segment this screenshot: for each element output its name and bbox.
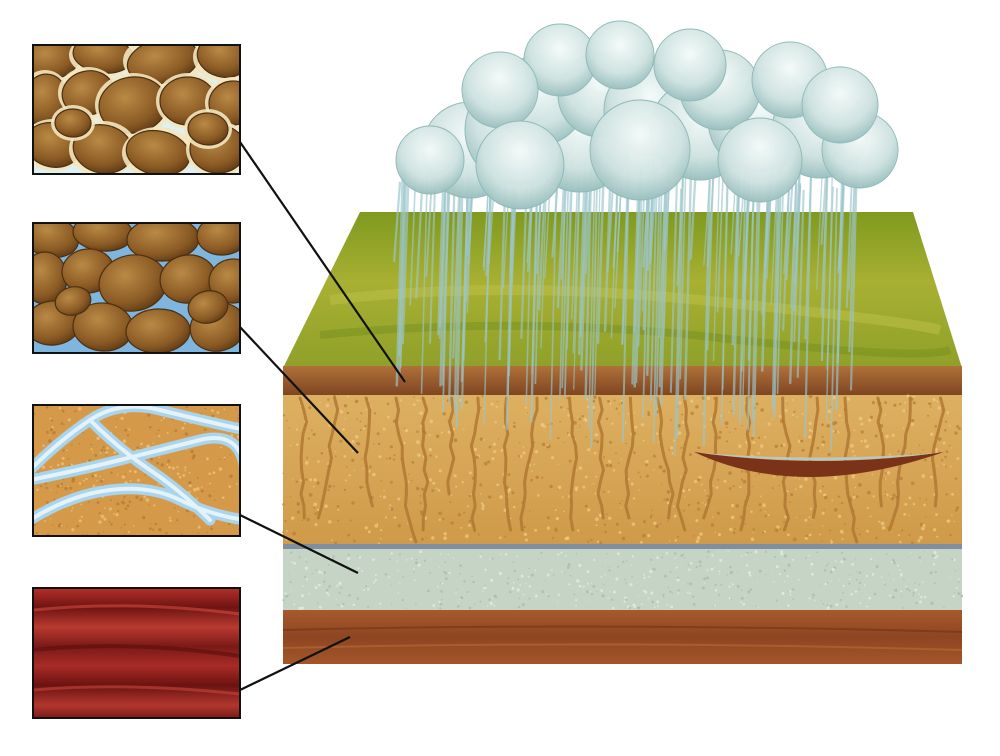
perched-water-lens [694,452,944,477]
inset-aerated-soil [32,44,241,175]
leader-line-aquitard [239,514,359,574]
aquitard-layer [283,549,962,611]
inset-fractured-layer [32,404,241,537]
water-fractures-icon [33,405,240,536]
bedrock-layer [283,610,962,664]
vertical-water-channels [298,396,946,544]
leader-line-topsoil [239,141,406,383]
inset-bedrock [32,587,241,719]
leader-line-unsaturated [239,326,359,454]
rain-cloud [395,20,899,210]
inset-saturated-soil [32,222,241,354]
leader-line-bedrock [239,636,351,691]
water-filled-pores-icon [33,223,240,353]
topsoil-layer [283,366,962,396]
leader-lines [239,141,406,691]
aquitard-speckles [282,550,964,611]
air-filled-pores-icon [33,45,240,174]
